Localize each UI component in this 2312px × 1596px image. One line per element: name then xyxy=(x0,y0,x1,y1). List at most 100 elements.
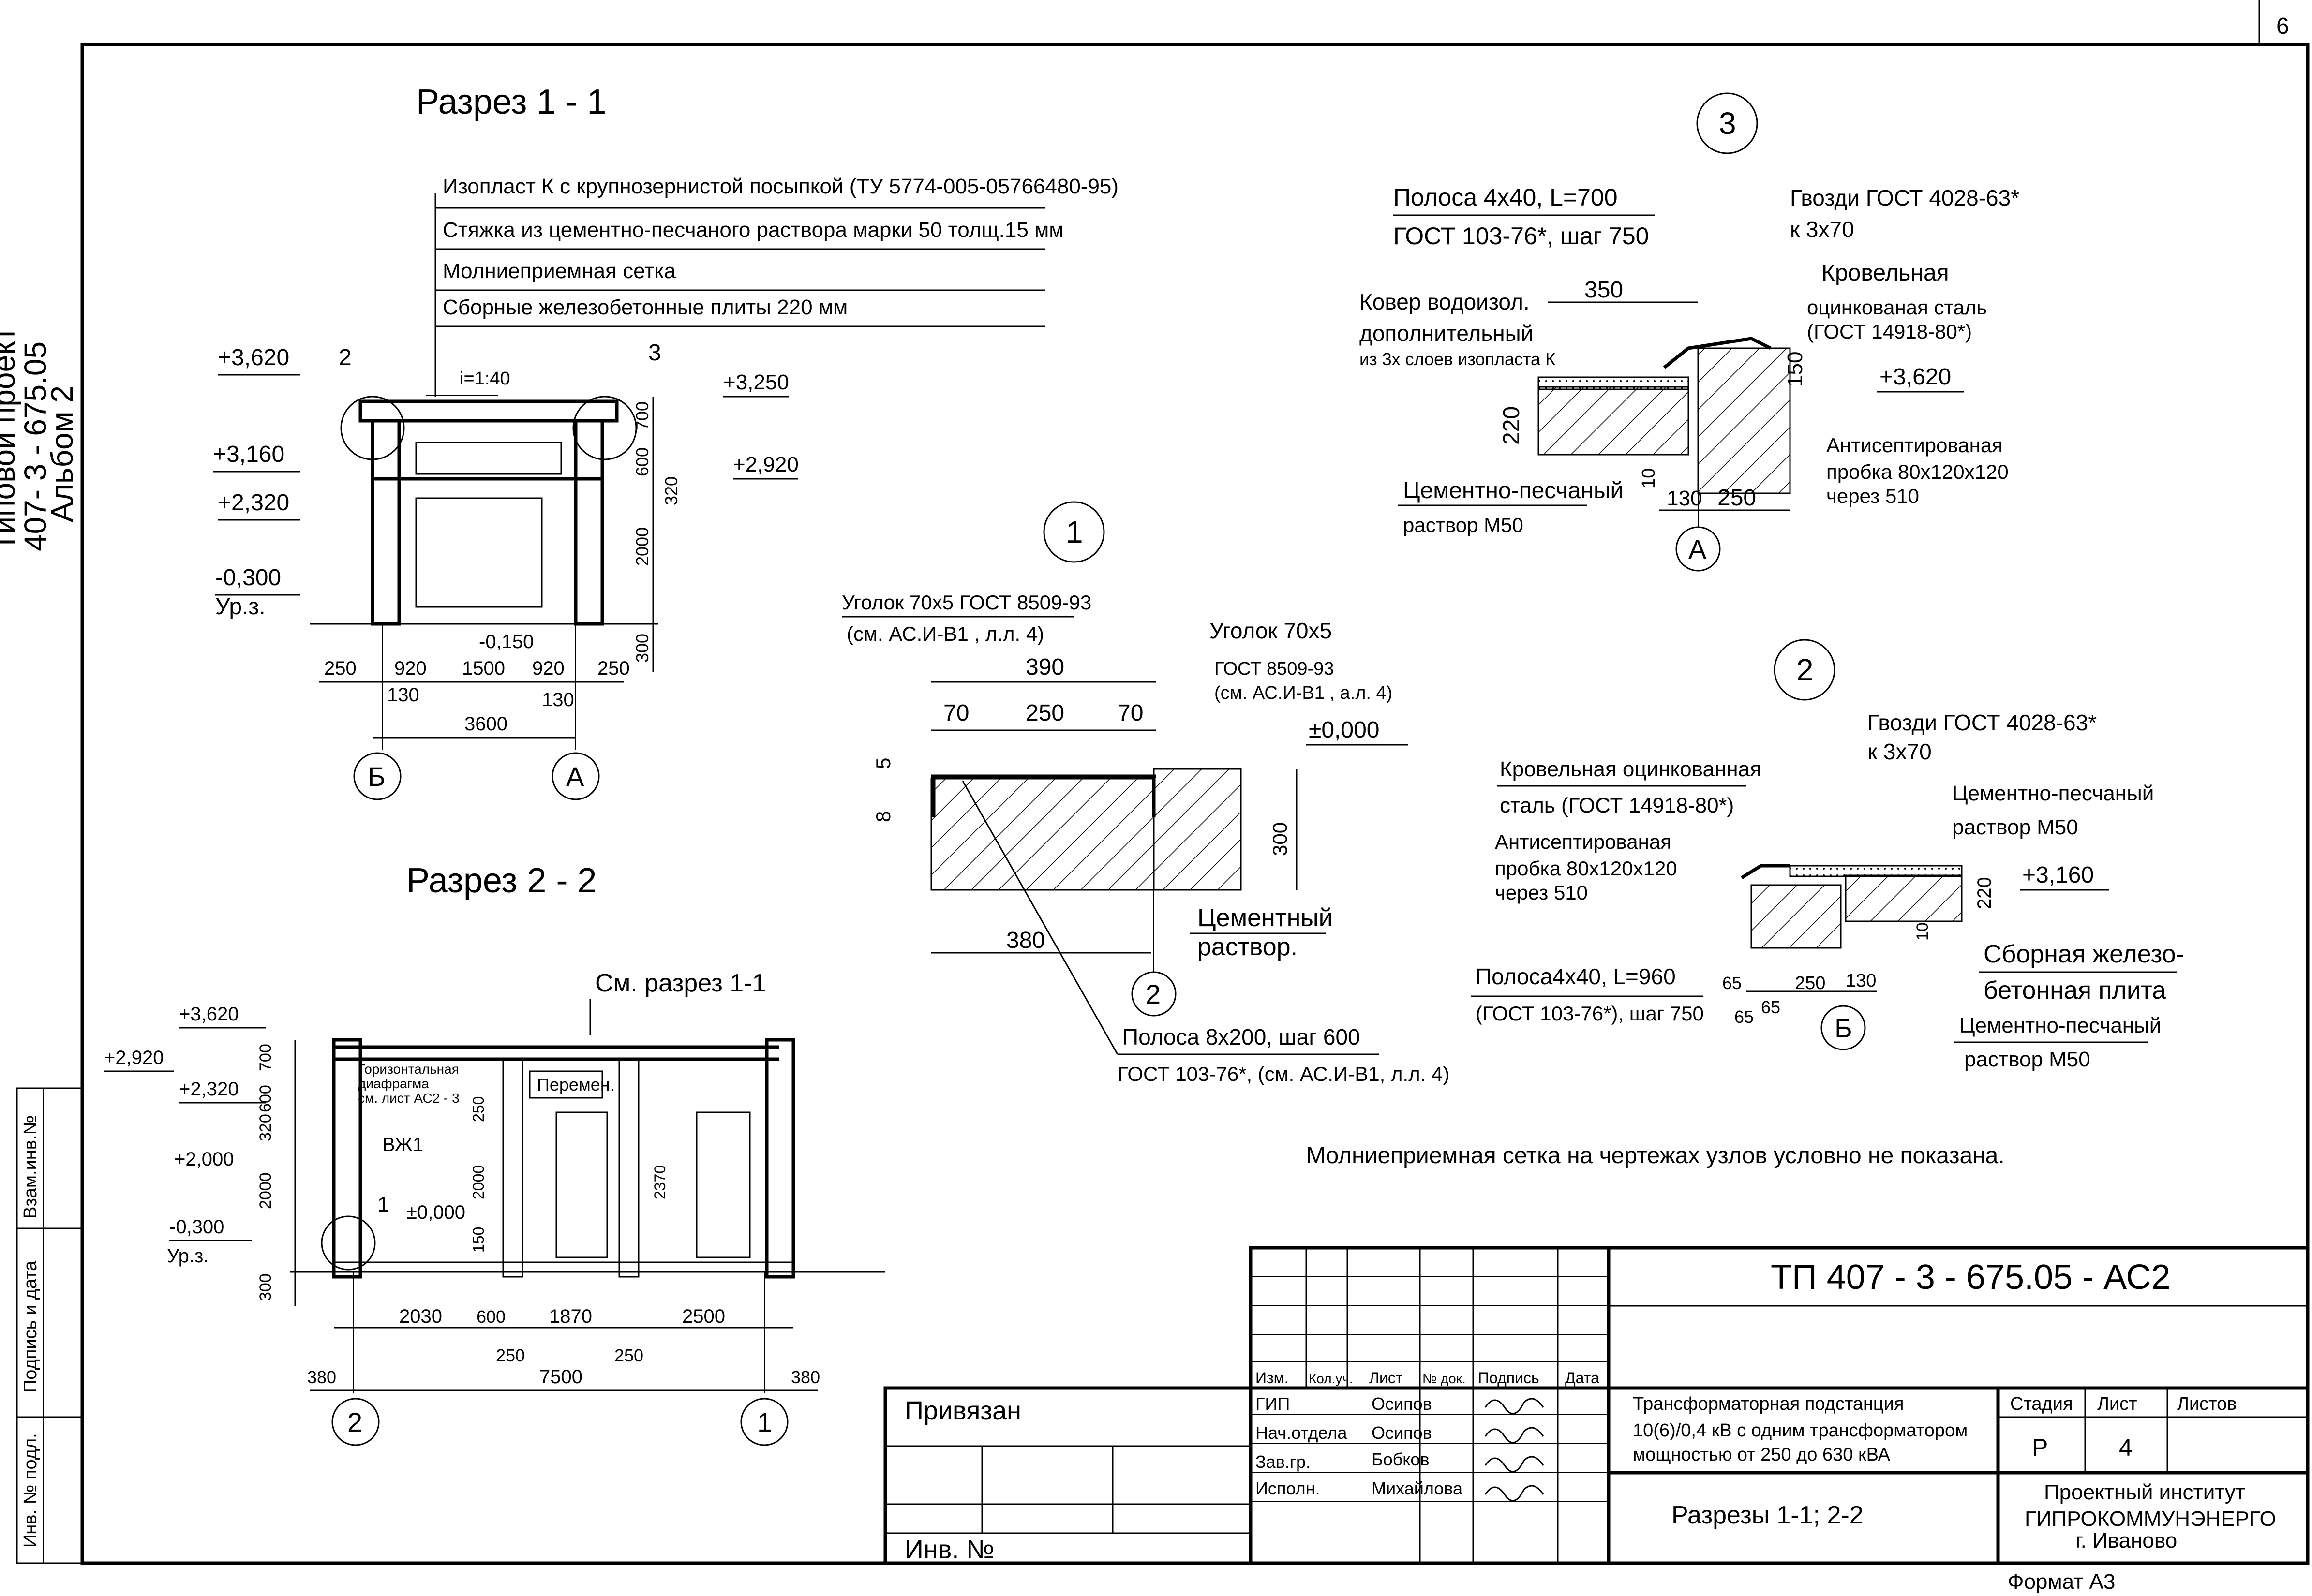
tb-name-isp: Михайлова xyxy=(1372,1478,1463,1498)
node-2-cement-bot-b: раствор М50 xyxy=(1964,1048,2090,1071)
node-2-polosa-b: (ГОСТ 103-76*), шаг 750 xyxy=(1476,1002,1704,1025)
node-2-dim-65b: 65 xyxy=(1734,1007,1754,1027)
level-2-2000: +2,000 xyxy=(174,1149,234,1170)
node-1-dim-5: 5 xyxy=(872,758,895,769)
tb-org-2: ГИПРОКОММУНЭНЕРГО xyxy=(2025,1507,2276,1531)
tb-object-3: мощностью от 250 до 630 кВА xyxy=(1633,1445,1891,1465)
signature-isp xyxy=(1484,1485,1544,1502)
level-minus-0150: -0,150 xyxy=(479,631,534,652)
vent-panel xyxy=(415,442,562,475)
node-3-gvozdi-a: Гвозди ГОСТ 4028-63* xyxy=(1790,185,2019,210)
node-3: 3 Полоса 4х40, L=700 ГОСТ 103-76*, шаг 7… xyxy=(1359,92,2019,572)
slope-label: i=1:40 xyxy=(460,369,510,389)
node-1-dim-250: 250 xyxy=(1026,700,1064,726)
tb-stadia-label: Стадия xyxy=(2010,1394,2073,1414)
node-3-kover-b: дополнительный xyxy=(1359,321,1533,346)
node-1-ugolok1-b: (см. АС.И-В1 , л.л. 4) xyxy=(847,622,1044,645)
node-3-dim-150: 150 xyxy=(1783,352,1807,387)
dim-2-v-150: 150 xyxy=(470,1227,487,1253)
tb-org-3: г. Иваново xyxy=(2075,1529,2177,1552)
node-2: 2 Гвозди ГОСТ 4028-63* к 3х70 Кровельная… xyxy=(1471,639,2184,1071)
dim-920-left: 920 xyxy=(394,658,427,679)
side-stamp-code: 407- 3 - 675.05 xyxy=(18,341,53,551)
dim-2-2030: 2030 xyxy=(399,1306,442,1327)
node-1-cement-a: Цементный xyxy=(1197,904,1333,932)
section-1-1: Разрез 1 - 1 Изопласт К с крупнозернисто… xyxy=(213,83,1119,800)
signature-nach xyxy=(1484,1427,1544,1444)
dim-2-250-a: 250 xyxy=(496,1345,525,1365)
tb-head-data: Дата xyxy=(1565,1369,1599,1387)
axis-2: 2 xyxy=(347,1407,362,1437)
node-2-circle xyxy=(1774,639,1835,701)
node-1-slab-hatch xyxy=(1153,768,1242,891)
node-1: 1 Уголок 70х5 ГОСТ 8509-93 (см. АС.И-В1 … xyxy=(842,501,1449,1085)
section-1-1-title: Разрез 1 - 1 xyxy=(416,83,606,121)
dim-250-left: 250 xyxy=(324,658,357,679)
node-2-dim-220: 220 xyxy=(1974,877,1995,909)
tb-stadia: Р xyxy=(2032,1434,2048,1461)
tb-role-zav: Зав.гр. xyxy=(1255,1452,1311,1472)
axis-1-circle xyxy=(740,1398,789,1446)
level-2320: +2,320 xyxy=(218,490,289,516)
node-3-circle xyxy=(1696,92,1758,154)
tb-code: ТП 407 - 3 - 675.05 - АС2 xyxy=(1771,1258,2171,1297)
node-3-dim-220: 220 xyxy=(1499,406,1524,445)
dim-2-600: 600 xyxy=(477,1307,506,1327)
side-stamp-grid xyxy=(16,1087,83,1564)
wall-axis-2 xyxy=(332,1038,362,1279)
side-stamp-inv: Инв. № подл. xyxy=(20,1433,41,1548)
node-3-level: +3,620 xyxy=(1879,364,1951,390)
layer-3: Молниеприемная сетка xyxy=(443,259,676,283)
node-3-polosa-b: ГОСТ 103-76*, шаг 750 xyxy=(1393,222,1649,250)
tb-role-nach: Нач.отдела xyxy=(1255,1423,1347,1443)
dim-v-300: 300 xyxy=(632,634,652,663)
ground-level-label: Ур.з. xyxy=(215,594,266,620)
side-stamp-album: Альбом 2 xyxy=(45,385,79,522)
node-3-krovl-b: оцинкованая сталь xyxy=(1807,296,1987,319)
node-1-dim-8: 8 xyxy=(872,811,895,822)
door-2-2-a xyxy=(555,1111,608,1258)
tb-name-zav: Бобков xyxy=(1372,1449,1430,1469)
tb-head-podpis: Подпись xyxy=(1478,1369,1539,1387)
callout-2: 2 xyxy=(339,345,352,370)
tb-name-nach: Осипов xyxy=(1372,1423,1432,1443)
per-box xyxy=(529,1070,603,1099)
format-label: Формат А3 xyxy=(2008,1570,2115,1594)
node-1-axis-circle xyxy=(1131,971,1177,1017)
node-3-axis: А xyxy=(1688,534,1707,564)
dim-2-7500: 7500 xyxy=(539,1366,582,1388)
node-2-plita-a: Сборная железо- xyxy=(1984,940,2184,968)
dim-v-2000: 2000 xyxy=(632,527,652,566)
node-3-dim-130: 130 xyxy=(1667,487,1702,510)
right-wall xyxy=(574,419,604,626)
callout-3-circle xyxy=(572,396,637,460)
level-2-pm-0000: ±0,000 xyxy=(406,1202,465,1223)
layer-4: Сборные железобетонные плиты 220 мм xyxy=(443,296,848,319)
tb-name-gip: Осипов xyxy=(1372,1394,1432,1414)
node-3-antisept-b: пробка 80х120х120 xyxy=(1826,460,2009,483)
dim-v-600: 600 xyxy=(632,447,652,476)
level-2-2320: +2,320 xyxy=(179,1079,239,1100)
diaphragm-1: Горизонтальная xyxy=(358,1062,459,1077)
tb-head-izm: Изм. xyxy=(1255,1369,1289,1387)
level-3250: +3,250 xyxy=(723,370,789,394)
node-3-screed xyxy=(1537,376,1689,390)
node-1-label: 1 xyxy=(1066,515,1083,549)
dim-2-v-2000b: 2000 xyxy=(470,1165,487,1199)
signature-gip xyxy=(1484,1398,1544,1415)
dim-130-left: 130 xyxy=(387,684,419,706)
wall-mid-2 xyxy=(618,1058,640,1278)
node-1-ugolok2-b: ГОСТ 8509-93 xyxy=(1214,659,1334,679)
node-2-krovl-a: Кровельная оцинкованная xyxy=(1500,757,1761,781)
door-2-2-b xyxy=(696,1111,751,1258)
node-1-level: ±0,000 xyxy=(1309,717,1379,743)
node-1-polosa-b: ГОСТ 103-76*, (см. АС.И-В1, л.л. 4) xyxy=(1118,1063,1449,1085)
tb-list-label: Лист xyxy=(2097,1394,2137,1414)
layer-2: Стяжка из цементно-песчаного раствора ма… xyxy=(443,218,1064,242)
roof-slab xyxy=(358,399,619,423)
node-1-circle xyxy=(1043,501,1105,563)
axis-2-circle xyxy=(331,1398,380,1446)
dim-2-v-320: 320 xyxy=(256,1114,275,1141)
node-3-kover-a: Ковер водоизол. xyxy=(1359,289,1530,314)
